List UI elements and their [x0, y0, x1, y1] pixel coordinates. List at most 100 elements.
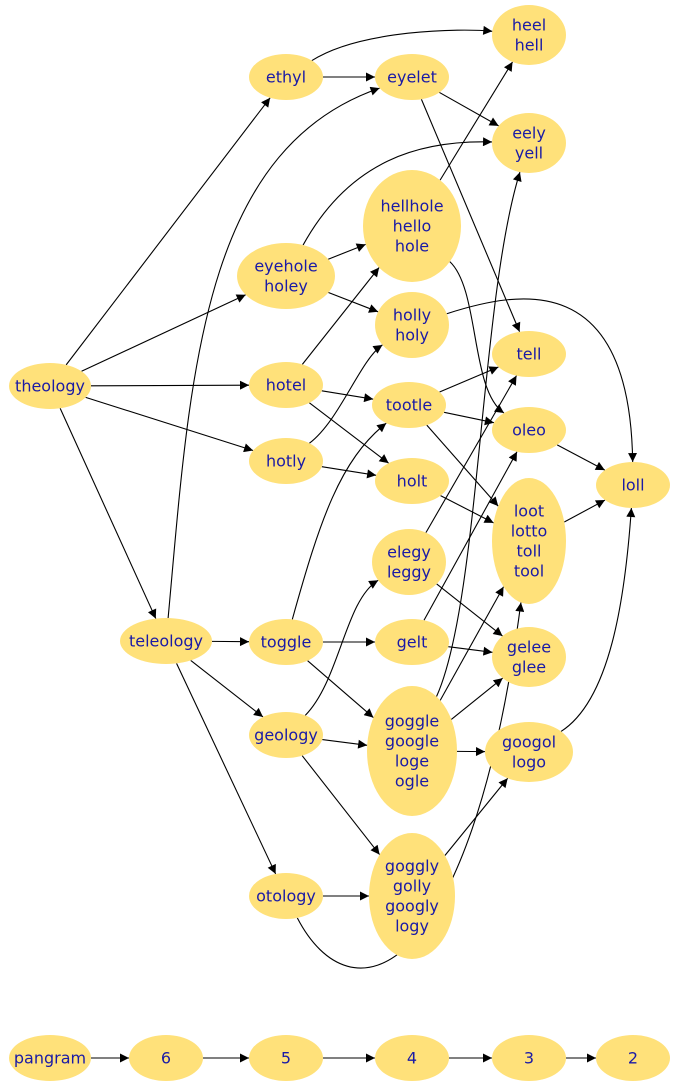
edge-geology-to-goggle [322, 739, 368, 749]
edge-gelt-to-oleo [423, 451, 518, 621]
node-shape-heel_hell [492, 5, 566, 65]
node-shape-holt [375, 458, 449, 504]
edges [59, 25, 638, 1063]
node-label-googol-0: googol [502, 733, 556, 752]
node-shape-holly [375, 292, 449, 358]
edge-goggle-to-loot [439, 586, 505, 701]
node-shape-elegy [372, 529, 446, 595]
node-label-theology-0: theology [15, 377, 85, 396]
node-label-four-0: 4 [407, 1049, 417, 1068]
node-label-goggle-2: loge [395, 752, 429, 771]
node-label-six-0: 6 [161, 1049, 171, 1068]
node-label-eyehole-1: holey [264, 277, 308, 296]
node-label-goggly-1: golly [393, 877, 431, 896]
node-loll: loll [596, 462, 670, 508]
node-eyelet: eyelet [375, 54, 449, 100]
edge-hotel-to-tootle [321, 390, 374, 403]
edge-theology-to-ethyl [65, 97, 271, 366]
edge-geology-to-elegy [304, 579, 379, 716]
node-shape-eyehole [237, 243, 335, 309]
edge-theology-to-hotly [85, 396, 254, 453]
node-label-hotel-0: hotel [266, 376, 307, 395]
node-shape-theology [9, 363, 91, 409]
node-label-goggly-2: googly [385, 897, 439, 916]
edge-toggle-to-tootle [291, 422, 387, 620]
node-label-hellhole-1: hello [393, 217, 432, 236]
edge-hotly-to-holly [309, 344, 383, 444]
node-shape-eyelet [375, 54, 449, 100]
node-gelt: gelt [375, 619, 449, 665]
node-label-gelee-1: glee [512, 658, 546, 677]
edge-teleology-to-geology [190, 659, 264, 718]
node-label-geology-0: geology [254, 726, 318, 745]
edge-eyelet-to-eely_yell [439, 91, 499, 127]
edge-eyehole-to-hellhole [328, 243, 366, 260]
node-label-gelee-0: gelee [507, 638, 551, 657]
edge-loot-to-loll [564, 499, 606, 523]
edge-geology-to-goggly [301, 755, 381, 855]
node-six: 6 [129, 1035, 203, 1081]
node-label-holly-1: holy [395, 326, 429, 345]
node-label-eyelet-0: eyelet [387, 68, 437, 87]
node-shape-googol [485, 722, 573, 782]
node-pangram: pangram [9, 1035, 91, 1081]
node-label-elegy-1: leggy [387, 563, 431, 582]
node-shape-teleology [120, 618, 212, 664]
edge-hotel-to-holt [309, 402, 389, 464]
node-shape-goggle [367, 686, 457, 816]
node-label-hellhole-2: hole [395, 237, 429, 256]
node-shape-hellhole [363, 170, 461, 282]
node-label-loot-1: lotto [511, 522, 548, 541]
edge-ethyl-to-heel_hell [311, 25, 493, 62]
edge-holly-to-loll [446, 298, 638, 463]
node-label-heel_hell-1: hell [515, 36, 544, 55]
node-shape-toggle [249, 619, 323, 665]
node-label-toggle-0: toggle [261, 633, 312, 652]
node-label-ethyl-0: ethyl [266, 68, 306, 87]
node-label-loot-2: toll [517, 542, 542, 561]
edge-theology-to-hotel [90, 380, 250, 390]
node-label-oleo-0: oleo [512, 421, 546, 440]
node-label-teleology-0: teleology [129, 632, 203, 651]
edge-elegy-to-tell [425, 375, 517, 533]
node-label-three-0: 3 [524, 1049, 534, 1068]
edge-theology-to-eyehole [81, 294, 246, 372]
node-shape-otology [249, 873, 323, 919]
node-label-pangram-0: pangram [14, 1049, 86, 1068]
node-label-tell-0: tell [516, 345, 541, 364]
node-four: 4 [375, 1035, 449, 1081]
edge-oleo-to-loll [556, 444, 606, 471]
edge-elegy-to-gelee [436, 583, 503, 637]
node-shape-loot [492, 478, 566, 604]
node-tell: tell [492, 331, 566, 377]
edge-theology-to-teleology [59, 408, 157, 619]
node-label-goggly-3: logy [395, 917, 429, 936]
node-shape-four [375, 1035, 449, 1081]
node-label-gelt-0: gelt [397, 633, 428, 652]
node-label-two-0: 2 [628, 1049, 638, 1068]
node-label-tootle-0: tootle [386, 396, 432, 415]
edge-gelt-to-gelee [448, 646, 493, 656]
edge-teleology-to-eyelet [167, 86, 380, 619]
node-shape-gelt [375, 619, 449, 665]
node-hotly: hotly [249, 438, 323, 484]
edge-tootle-to-oleo [443, 411, 495, 426]
node-label-otology-0: otology [256, 887, 316, 906]
node-hotel: hotel [249, 362, 323, 408]
edge-tootle-to-loot [426, 424, 499, 507]
node-three: 3 [492, 1035, 566, 1081]
node-shape-two [596, 1035, 670, 1081]
edge-tootle-to-tell [439, 366, 499, 393]
edge-toggle-to-goggle [307, 660, 374, 719]
node-label-loll-0: loll [621, 476, 644, 495]
node-shape-three [492, 1035, 566, 1081]
